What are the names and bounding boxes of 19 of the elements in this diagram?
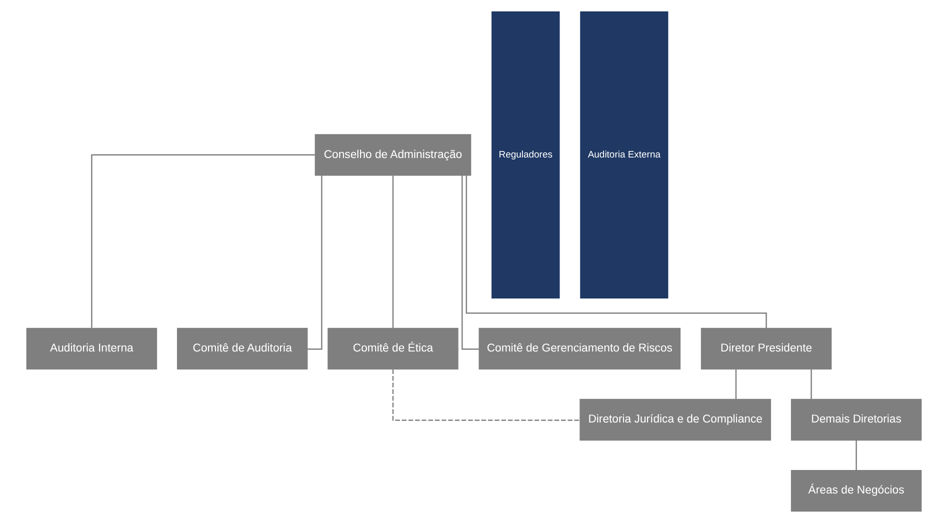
- connector: [392, 369, 580, 421]
- node-box: Diretoria Jurídica e de Compliance: [580, 398, 772, 441]
- node-box: Demais Diretorias: [790, 398, 922, 441]
- node-box: Áreas de Negócios: [790, 470, 922, 512]
- connector: [735, 369, 737, 400]
- connector: [466, 176, 767, 328]
- node-box: Comitê de Auditoria: [176, 328, 308, 370]
- connector: [810, 369, 812, 400]
- node-box: Comitê de Gerenciamento de Riscos: [478, 328, 681, 370]
- node-box: Comitê de Ética: [328, 328, 458, 370]
- connector: [856, 440, 857, 470]
- node-box: Conselho de Administração: [314, 134, 472, 176]
- connector: [462, 175, 479, 350]
- connector: [91, 154, 315, 328]
- node-box: Auditoria Externa: [580, 11, 668, 298]
- node-box: Reguladores: [492, 11, 560, 298]
- node-box: Auditoria Interna: [26, 328, 158, 370]
- node-box: Diretor Presidente: [700, 328, 832, 370]
- connector: [392, 176, 394, 328]
